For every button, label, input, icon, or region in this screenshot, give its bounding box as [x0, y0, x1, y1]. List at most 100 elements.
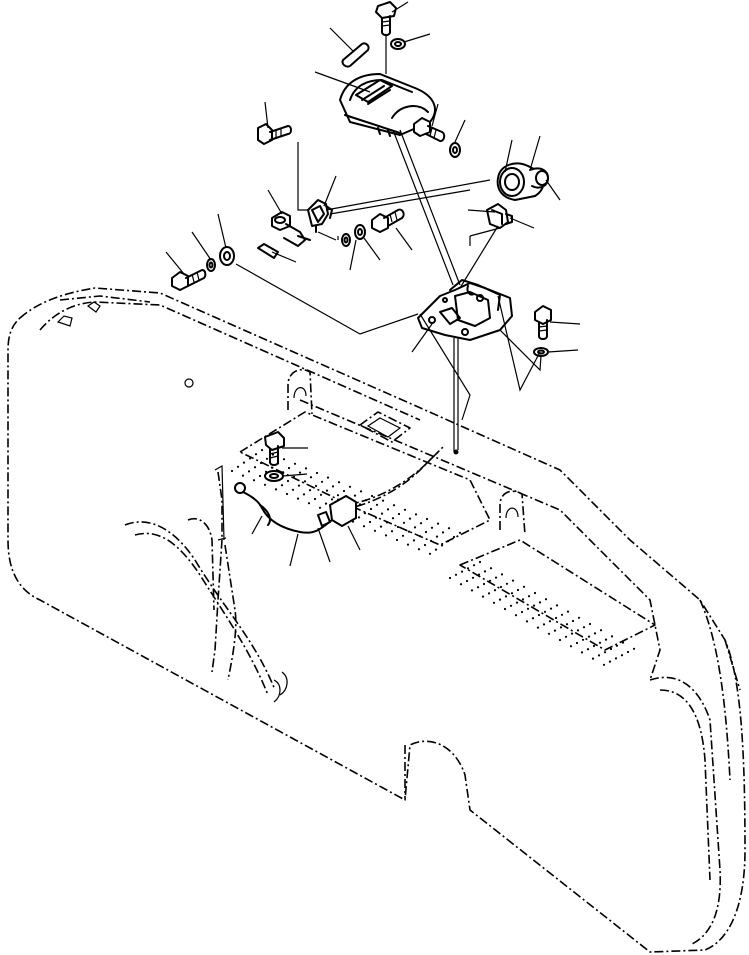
- perforation-dot: [386, 508, 390, 511]
- perforation-dot: [621, 641, 625, 644]
- perforation-dot: [384, 534, 388, 537]
- perforation-dot: [368, 520, 372, 524]
- perforation-dot: [620, 654, 624, 657]
- perforation-dot: [280, 484, 284, 487]
- perforation-dot: [309, 476, 313, 479]
- perforation-dot: [374, 516, 378, 519]
- perforation-dot: [242, 461, 246, 464]
- perforation-dot: [291, 488, 295, 491]
- perforation-dot: [330, 498, 334, 501]
- assembly-lines: [235, 36, 542, 421]
- perforation-dot: [324, 502, 328, 505]
- perforation-dot: [313, 497, 317, 501]
- perforation-dot: [499, 585, 503, 589]
- perforation-dot: [428, 552, 432, 555]
- washer: [219, 246, 235, 266]
- perforation-dot: [296, 497, 300, 500]
- perforation-dot: [615, 644, 619, 647]
- perforation-dot: [500, 573, 504, 576]
- perforation-dot: [504, 595, 508, 598]
- perforation-dot: [471, 576, 475, 579]
- perforation-dot: [369, 507, 373, 511]
- perforation-dot: [319, 493, 323, 496]
- perforation-dot: [547, 632, 551, 635]
- perforation-dot: [297, 484, 301, 487]
- perforation-dot: [407, 530, 411, 533]
- perforation-dot: [510, 592, 514, 595]
- perforation-dot: [516, 588, 520, 592]
- perforation-dot: [593, 632, 597, 635]
- perforation-dot: [337, 481, 341, 484]
- perforation-dot: [230, 469, 234, 473]
- perforation-dot: [342, 489, 346, 493]
- perforation-dot: [571, 619, 575, 623]
- perforation-dot: [548, 620, 552, 623]
- perforation-panel-right: [448, 560, 636, 666]
- perforation-dot: [424, 530, 428, 534]
- washer: [206, 258, 216, 272]
- perforation-dot: [608, 660, 612, 663]
- washer: [390, 38, 406, 50]
- perforation-dot: [532, 604, 536, 607]
- perforation-dot: [580, 651, 584, 654]
- perforation-dot: [458, 531, 462, 534]
- washer: [449, 142, 461, 158]
- perforation-dot: [408, 517, 412, 520]
- perforation-dot: [514, 614, 518, 617]
- perforation-dot: [353, 494, 357, 497]
- perforation-dot: [536, 626, 540, 629]
- perforation-dot: [403, 508, 407, 511]
- perforation-dot: [454, 573, 458, 576]
- perforation-dot: [521, 598, 525, 601]
- perforation-dot: [478, 560, 482, 564]
- perforation-dot: [401, 534, 405, 537]
- lamp-lens: [496, 162, 549, 201]
- perforation-dot: [472, 564, 476, 567]
- perforation-dot: [598, 641, 602, 644]
- perforation-dot: [241, 474, 245, 477]
- perforation-dot: [286, 479, 290, 483]
- perforation-dot: [406, 543, 410, 546]
- perforation-dot: [274, 488, 278, 491]
- perforation-dot: [549, 607, 553, 610]
- connector: [329, 495, 357, 527]
- perforation-dot: [448, 576, 452, 580]
- perforation-dot: [270, 466, 274, 469]
- bolt: [371, 208, 405, 233]
- perforation-dot: [447, 527, 451, 530]
- clamp: [317, 511, 331, 527]
- perforation-dot: [522, 585, 526, 588]
- perforation-dot: [564, 635, 568, 638]
- perforation-dot: [565, 623, 569, 626]
- perforation-dot: [558, 638, 562, 642]
- perforation-dot: [542, 623, 546, 626]
- perforation-dot: [381, 499, 385, 502]
- perforation-dot: [477, 573, 481, 576]
- perforation-dot: [537, 613, 541, 617]
- perforation-dot: [566, 610, 570, 613]
- perforation-dot: [483, 570, 487, 573]
- bolt: [171, 269, 207, 291]
- washer: [341, 233, 351, 247]
- perforation-dot: [285, 492, 289, 496]
- perforation-dot: [318, 506, 322, 509]
- perforation-dot: [380, 512, 384, 515]
- perforation-dot: [553, 629, 557, 632]
- perforation-dot: [265, 457, 269, 460]
- perforation-dot: [569, 645, 573, 648]
- perforation-dot: [379, 525, 383, 528]
- washer: [533, 347, 549, 357]
- perforation-dot: [302, 493, 306, 496]
- perforation-dot: [626, 650, 630, 654]
- perforation-dot: [460, 570, 464, 573]
- perforation-dot: [543, 610, 547, 613]
- perforation-dot: [271, 453, 275, 456]
- perforation-dot: [509, 604, 513, 607]
- perforation-dot: [434, 548, 438, 551]
- perforation-dot: [602, 663, 606, 666]
- perforation-dot: [603, 651, 607, 654]
- perforation-dot: [326, 476, 330, 479]
- perforation-dot: [520, 610, 524, 614]
- perforation-dot: [362, 525, 366, 528]
- perforation-dot: [397, 512, 401, 516]
